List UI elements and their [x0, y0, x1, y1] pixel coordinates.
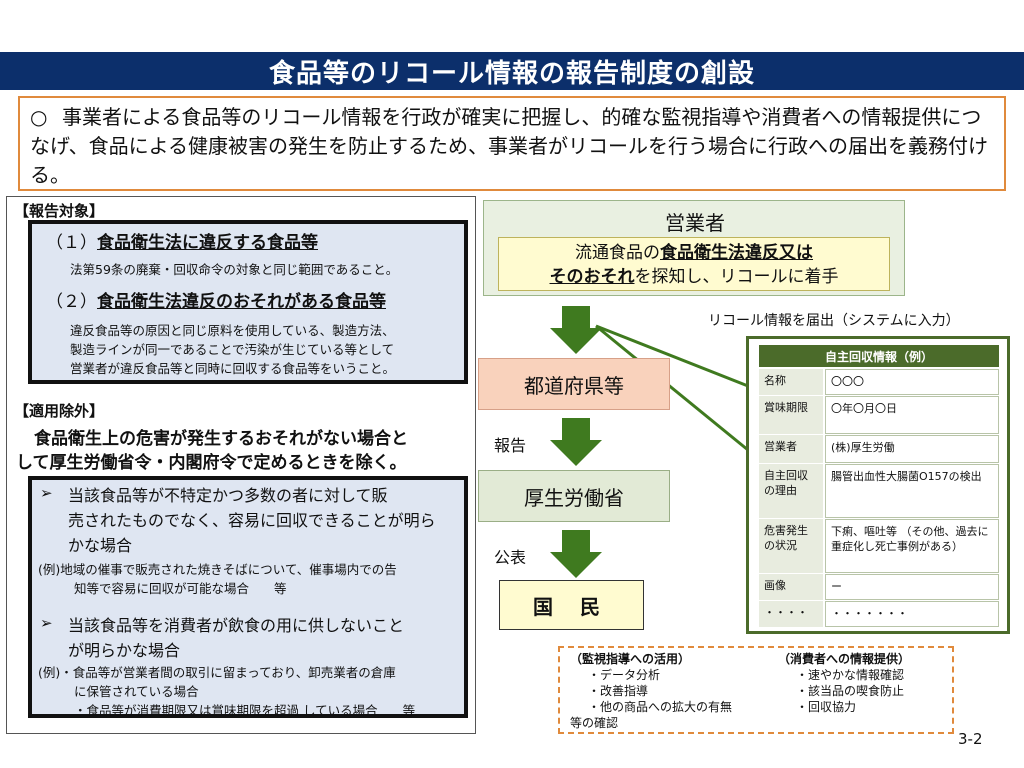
report-target-box: （１）食品衛生法に違反する食品等 法第59条の廃棄・回収命令の対象と同じ範囲であ…	[28, 220, 468, 384]
item1-heading: 食品衛生法に違反する食品等	[97, 233, 318, 253]
arrow-down-icon	[550, 530, 602, 578]
item1-row: （１）食品衛生法に違反する食品等	[46, 228, 318, 253]
intro-bullet: ○	[30, 105, 48, 129]
table-row: 名称 〇〇〇	[759, 369, 999, 396]
arrow-down-icon	[550, 306, 602, 354]
exclusion-lead-2: して厚生労働省令・内閣府令で定めるときを除く。	[16, 453, 407, 473]
row-value: 腸管出血性大腸菌O157の検出	[825, 464, 999, 518]
item1-desc: 法第59条の廃棄・回収命令の対象と同じ範囲であること。	[70, 262, 399, 277]
usage-right-title: （消費者への情報提供）	[778, 652, 911, 666]
case2-text: 当該食品等を消費者が飲食の用に供しないこと が明らかな場合	[68, 613, 404, 663]
business-desc-underline-1: 食品衛生法違反又は	[660, 243, 813, 263]
item2-desc-line: 違反食品等の原因と同じ原料を使用している、製造方法、	[70, 323, 395, 338]
case1-line: かな場合	[68, 536, 133, 555]
table-row: 賞味期限 〇年〇月〇日	[759, 396, 999, 435]
page-number: 3-2	[958, 730, 983, 748]
row-key: 危害発生の状況	[759, 519, 825, 573]
row-value: 下痢、嘔吐等 （その他、過去に重症化し死亡事例がある）	[825, 519, 999, 573]
usage-left-item: 等の確認	[570, 716, 619, 730]
publish-label: 公表	[494, 548, 527, 567]
usage-box: （監視指導への活用） ・データ分析 ・改善指導 ・他の商品への拡大の有無 等の確…	[558, 646, 954, 734]
usage-left: （監視指導への活用） ・データ分析 ・改善指導 ・他の商品への拡大の有無 等の確…	[570, 651, 732, 731]
row-key: 自主回収の理由	[759, 464, 825, 518]
table-row: 画像 ー	[759, 574, 999, 601]
usage-right: （消費者への情報提供） ・速やかな情報確認 ・該当品の喫食防止 ・回収協力	[778, 651, 910, 715]
recall-info-header: 自主回収情報（例）	[759, 345, 999, 367]
case2-bullet: ➢	[40, 614, 53, 632]
row-key: 画像	[759, 574, 825, 600]
row-key: 賞味期限	[759, 396, 825, 434]
example2-line: に保管されている場合	[74, 684, 199, 699]
usage-left-item: ・他の商品への拡大の有無	[588, 700, 733, 714]
citizens-box: 国 民	[499, 580, 644, 630]
example2-line: (例)・食品等が営業者間の取引に留まっており、卸売業者の倉庫	[38, 665, 396, 680]
case2-line: が明らかな場合	[68, 641, 181, 660]
recall-caption: リコール情報を届出（システムに入力）	[708, 313, 960, 329]
recall-info-table: 名称 〇〇〇 賞味期限 〇年〇月〇日 営業者 (株)厚生労働 自主回収の理由 腸…	[759, 369, 999, 628]
arrow-down-icon	[550, 418, 602, 466]
usage-left-item: ・改善指導	[588, 684, 649, 698]
table-row: 危害発生の状況 下痢、嘔吐等 （その他、過去に重症化し死亡事例がある）	[759, 519, 999, 574]
page-title: 食品等のリコール情報の報告制度の創設	[0, 52, 1024, 90]
callout-lines	[595, 324, 749, 452]
case1-text: 当該食品等が不特定かつ多数の者に対して販 売されたものでなく、容易に回収できるこ…	[68, 483, 436, 558]
report-target-label: 【報告対象】	[14, 202, 105, 220]
exclusion-box: ➢ 当該食品等が不特定かつ多数の者に対して販 売されたものでなく、容易に回収でき…	[28, 476, 468, 718]
left-panel	[6, 196, 476, 734]
business-operator-box: 営業者 流通食品の食品衛生法違反又は そのおそれを探知し、リコールに着手	[483, 200, 905, 296]
intro-box: ○事業者による食品等のリコール情報を行政が確実に把握し、的確な監視指導や消費者へ…	[18, 96, 1006, 191]
table-row: 自主回収の理由 腸管出血性大腸菌O157の検出	[759, 464, 999, 519]
item2-desc-line: 営業者が違反食品等と同時に回収する食品等をいうこと。	[70, 361, 396, 376]
item2-desc-line: 製造ラインが同一であることで汚染が生じている等として	[70, 342, 395, 357]
usage-left-item: ・データ分析	[588, 668, 661, 682]
example2-line: ・食品等が消費期限又は賞味期限を超過 している場合 等	[74, 703, 416, 718]
business-desc-post: を探知し、リコールに着手	[634, 267, 839, 287]
row-key: 営業者	[759, 435, 825, 463]
row-value: ー	[825, 574, 999, 600]
usage-right-item: ・回収協力	[796, 700, 857, 714]
example1-line: 知等で容易に回収が可能な場合 等	[74, 581, 287, 596]
recall-info-panel: 自主回収情報（例） 名称 〇〇〇 賞味期限 〇年〇月〇日 営業者 (株)厚生労働…	[746, 336, 1010, 634]
row-value: (株)厚生労働	[825, 435, 999, 463]
item1-num: （１）	[46, 233, 97, 253]
table-row: 営業者 (株)厚生労働	[759, 435, 999, 464]
item2-heading: 食品衛生法違反のおそれがある食品等	[97, 292, 386, 312]
table-row: ・・・・ ・・・・・・・	[759, 601, 999, 628]
ministry-box: 厚生労働省	[478, 470, 670, 522]
case1-bullet: ➢	[40, 484, 53, 502]
case2-line: 当該食品等を消費者が飲食の用に供しないこと	[68, 616, 405, 635]
item2-desc: 違反食品等の原因と同じ原料を使用している、製造方法、 製造ラインが同一であること…	[70, 321, 395, 378]
intro-text: 事業者による食品等のリコール情報を行政が確実に把握し、的確な監視指導や消費者への…	[30, 105, 988, 187]
prefecture-box: 都道府県等	[478, 358, 670, 410]
usage-left-title: （監視指導への活用）	[570, 652, 691, 666]
row-value: 〇〇〇	[825, 369, 999, 395]
item2-row: （２）食品衛生法違反のおそれがある食品等	[46, 287, 386, 312]
row-key: 名称	[759, 369, 825, 395]
item2-num: （２）	[46, 292, 97, 312]
business-operator-title: 営業者	[665, 211, 725, 235]
usage-right-item: ・速やかな情報確認	[796, 668, 905, 682]
example1-line: (例)地域の催事で販売された焼きそばについて、催事場内での告	[38, 562, 397, 577]
business-desc-pre: 流通食品の	[575, 243, 660, 263]
business-operator-desc: 流通食品の食品衛生法違反又は そのおそれを探知し、リコールに着手	[498, 237, 890, 291]
exclusion-lead-1: 食品衛生上の危害が発生するおそれがない場合と	[34, 429, 408, 449]
usage-right-item: ・該当品の喫食防止	[796, 684, 905, 698]
case1-line: 売されたものでなく、容易に回収できることが明ら	[68, 511, 436, 530]
business-desc-underline-2: そのおそれ	[549, 267, 635, 287]
example1: (例)地域の催事で販売された焼きそばについて、催事場内での告 知等で容易に回収が…	[38, 560, 397, 598]
example2: (例)・食品等が営業者間の取引に留まっており、卸売業者の倉庫 に保管されている場…	[38, 663, 415, 720]
exclusion-label: 【適用除外】	[14, 402, 105, 420]
row-key: ・・・・	[759, 601, 825, 627]
row-value: 〇年〇月〇日	[825, 396, 999, 434]
report-label: 報告	[494, 436, 527, 455]
row-value: ・・・・・・・	[825, 601, 999, 627]
case1-line: 当該食品等が不特定かつ多数の者に対して販	[68, 486, 388, 505]
